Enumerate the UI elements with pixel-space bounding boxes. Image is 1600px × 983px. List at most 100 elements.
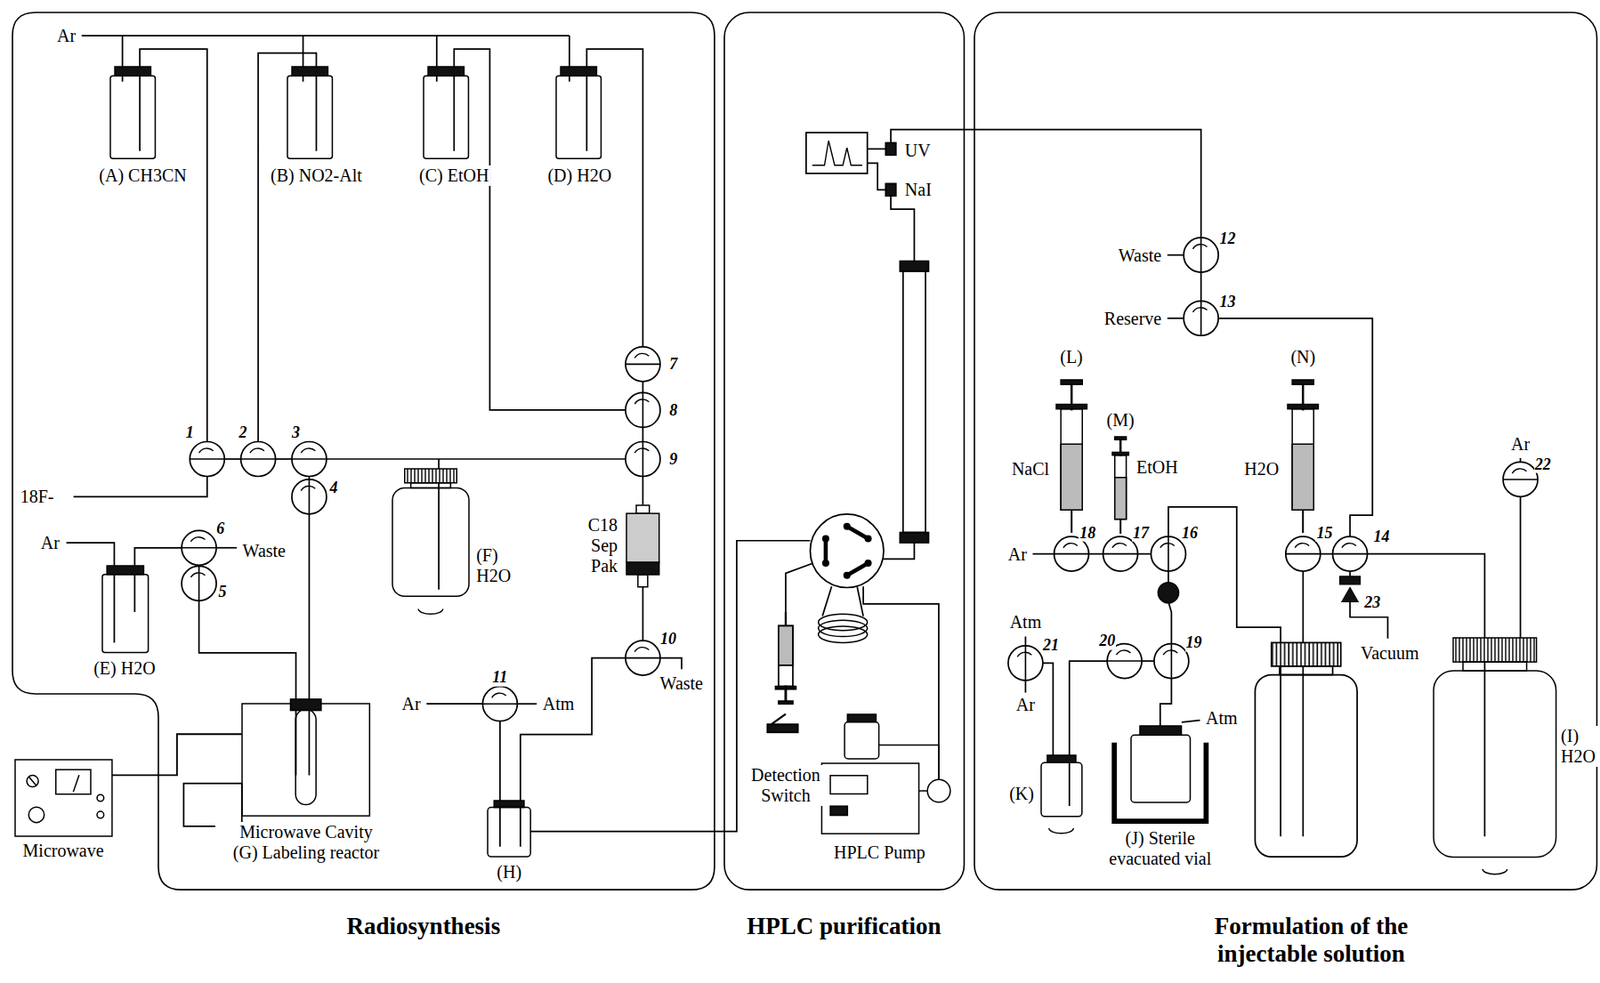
part-label: (K) — [1007, 783, 1036, 805]
callout-number: 23 — [1363, 592, 1382, 612]
tubing-group — [66, 35, 1539, 875]
cap — [1139, 726, 1181, 736]
tubing-line — [453, 48, 626, 411]
valve-body — [241, 442, 276, 477]
tubing-line — [867, 162, 887, 190]
hplc-column — [903, 269, 926, 534]
valve-arrow — [1511, 468, 1527, 474]
pump-display — [830, 775, 868, 794]
port-label: Atm — [541, 694, 577, 715]
part-label: Microwave — [21, 840, 106, 862]
valve-channel — [308, 479, 311, 515]
callout-number: 3 — [290, 423, 301, 443]
valve-body — [625, 392, 661, 428]
node-outline — [1041, 755, 1083, 817]
valve-passage — [847, 563, 869, 576]
node-outline — [1287, 379, 1318, 534]
valve-body — [181, 565, 217, 601]
callout-number: 14 — [1373, 527, 1391, 547]
microwave-cavity — [242, 703, 370, 817]
part-label: (E) H2O — [91, 658, 157, 679]
panel-heading: Formulation of the injectable solution — [1131, 913, 1491, 969]
callout-number: 9 — [668, 450, 679, 469]
node-outline — [1112, 436, 1129, 534]
cap — [291, 66, 328, 76]
valve-channel — [1171, 644, 1173, 679]
tubing-line — [1025, 680, 1027, 694]
vial: (H) — [487, 800, 531, 857]
tubing-line — [1167, 571, 1170, 584]
valve-arrow — [1017, 652, 1032, 657]
tubing-line — [1042, 662, 1053, 763]
luer-inlet — [636, 505, 650, 514]
syringe-flange — [1056, 404, 1087, 409]
port-label: Reserve — [1102, 307, 1164, 329]
node-outline — [1433, 638, 1557, 858]
part-label: (F) H2O — [474, 545, 514, 587]
callout-number: 11 — [491, 668, 509, 687]
plunger-thumb — [1060, 379, 1083, 385]
node-outline — [110, 66, 155, 159]
tubing-line — [1367, 554, 1486, 838]
tubing-line — [1301, 571, 1304, 837]
vial-body — [487, 808, 531, 857]
tubing-line — [642, 476, 645, 506]
tubing-line — [216, 547, 237, 550]
vial-body — [1041, 762, 1083, 817]
stirrer-arrow — [1482, 869, 1508, 875]
valve-arrow — [634, 399, 649, 405]
part-label: (N) — [1288, 347, 1318, 368]
valve-body — [1150, 536, 1186, 572]
tubing-line — [134, 548, 182, 613]
jar-neck — [1279, 666, 1334, 676]
valve-symbol — [241, 442, 276, 477]
knob — [96, 794, 105, 802]
jar-body — [1433, 670, 1557, 858]
valve-symbol — [1183, 237, 1219, 273]
tubing-line — [224, 458, 241, 461]
stirrer-arrow — [1049, 828, 1075, 834]
callout-number: 12 — [1218, 229, 1237, 249]
reagent-vessel: (C) EtOH — [423, 66, 469, 159]
microwave-generator: Microwave — [15, 759, 113, 837]
valve-arrow — [1192, 307, 1207, 313]
port-label: Detection Switch — [747, 765, 825, 807]
valve-channel — [1107, 660, 1142, 663]
tubing-line — [275, 458, 292, 461]
node-outline — [487, 800, 531, 857]
pump-shaft — [919, 790, 929, 792]
callout-number: 22 — [1534, 454, 1552, 474]
tubing-line — [642, 381, 645, 394]
valve-channel — [1167, 536, 1170, 572]
callout-number: 10 — [659, 629, 678, 648]
port-label: Ar — [55, 25, 78, 47]
panel-outline — [12, 12, 715, 890]
switch-lever — [771, 714, 786, 725]
valve-body — [1008, 646, 1043, 681]
cartridge-body — [626, 513, 660, 563]
valve-symbol — [1150, 536, 1186, 572]
cartridge-frit — [626, 562, 660, 575]
callout-number: 8 — [668, 401, 679, 421]
reservoir-cap — [848, 714, 877, 723]
stirrer-arrow — [418, 609, 444, 615]
valve-symbol — [1333, 536, 1368, 572]
knob — [96, 811, 105, 819]
tubing-line — [1141, 660, 1155, 663]
syringe: (N)H2O — [1287, 379, 1318, 534]
tubing-line — [1069, 661, 1108, 807]
valve-arrow — [250, 448, 265, 453]
valve-arrow — [1160, 543, 1175, 549]
plunger-thumb — [1115, 436, 1127, 440]
power-knob — [28, 807, 44, 823]
node-outline — [423, 66, 469, 159]
cap — [560, 66, 597, 76]
check-valve — [1340, 576, 1361, 603]
valve-channel — [1503, 478, 1538, 481]
syringe-fluid — [1292, 444, 1314, 510]
node-outline — [242, 703, 370, 817]
tubing-line — [1138, 553, 1152, 556]
valve-body — [1183, 237, 1219, 273]
valve-symbol — [181, 565, 217, 601]
syringe-barrel — [1115, 454, 1127, 519]
